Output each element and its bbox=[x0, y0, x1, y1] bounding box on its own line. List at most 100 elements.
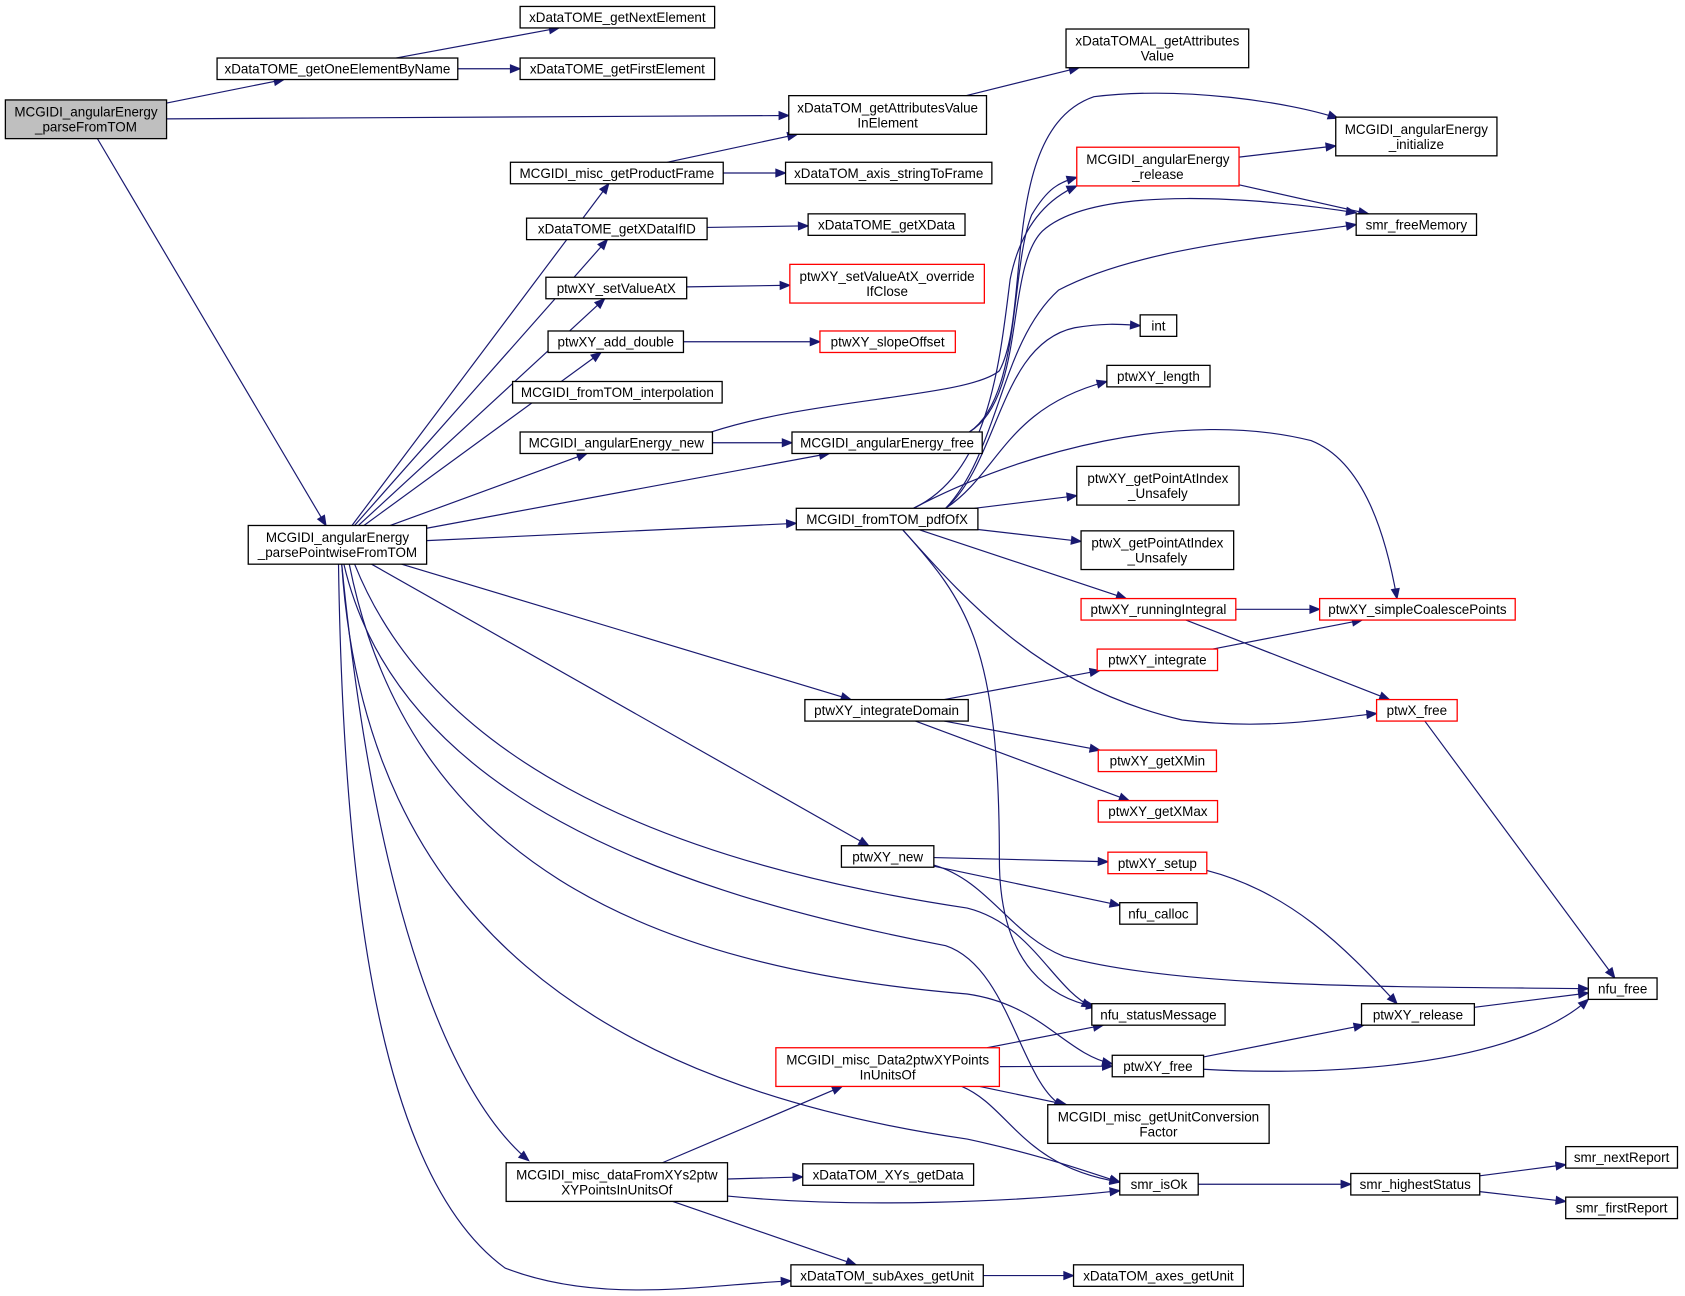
node-box bbox=[1106, 364, 1211, 388]
edge-integrateDomain-to-getXMin bbox=[944, 720, 1102, 753]
node-angularEnergyRelease[interactable]: MCGIDI_angularEnergy_release bbox=[1076, 146, 1240, 187]
node-slopeOffset[interactable]: ptwXY_slopeOffset bbox=[819, 330, 956, 354]
edge-pdfOfX-to-ptwXYLength bbox=[945, 379, 1109, 509]
node-label: _Unsafely bbox=[1127, 486, 1188, 501]
node-box bbox=[840, 845, 935, 868]
edge-smrIsOk-to-smrHighestStatus bbox=[1198, 1179, 1353, 1189]
node-fromTOMInterpolation[interactable]: MCGIDI_fromTOM_interpolation bbox=[511, 380, 723, 404]
node-simpleCoalescePoints[interactable]: ptwXY_simpleCoalescePoints bbox=[1318, 597, 1516, 621]
edge-parsePointwise-to-pdfOfX bbox=[426, 519, 798, 542]
node-integrateDomain[interactable]: ptwXY_integrateDomain bbox=[804, 698, 969, 722]
node-label: MCGIDI_misc_dataFromXYs2ptw bbox=[516, 1167, 718, 1182]
node-ptwXYFree[interactable]: ptwXY_free bbox=[1111, 1054, 1205, 1078]
arrowhead bbox=[1554, 1161, 1568, 1171]
node-integrate[interactable]: ptwXY_integrate bbox=[1096, 648, 1219, 672]
node-ptwXYSetup[interactable]: ptwXY_setup bbox=[1107, 851, 1208, 875]
node-getProductFrame[interactable]: MCGIDI_misc_getProductFrame bbox=[509, 161, 724, 185]
node-parsePointwise[interactable]: MCGIDI_angularEnergy_parsePointwiseFromT… bbox=[247, 524, 428, 565]
node-label: ptwXY_getXMax bbox=[1108, 804, 1208, 819]
node-label: MCGIDI_angularEnergy bbox=[1345, 122, 1489, 137]
node-label: ptwXY_length bbox=[1117, 369, 1200, 384]
node-addDouble[interactable]: ptwXY_add_double bbox=[547, 330, 685, 354]
node-getPointAtIndexUnsafely[interactable]: ptwXY_getPointAtIndex_Unsafely bbox=[1076, 465, 1240, 506]
node-angularEnergyNew[interactable]: MCGIDI_angularEnergy_new bbox=[519, 431, 714, 455]
node-int[interactable]: int bbox=[1139, 314, 1178, 338]
edge-angularEnergyFree-to-angularEnergyRelease bbox=[968, 175, 1079, 433]
arrowhead bbox=[830, 1085, 844, 1095]
node-angularEnergyFree[interactable]: MCGIDI_angularEnergy_free bbox=[791, 431, 983, 455]
node-getOneElementByName[interactable]: xDataTOME_getOneElementByName bbox=[216, 57, 459, 81]
arrowhead bbox=[775, 168, 787, 178]
node-label: ptwXY_add_double bbox=[558, 335, 674, 350]
arrowhead bbox=[597, 238, 609, 251]
node-xysGetData[interactable]: xDataTOM_XYs_getData bbox=[802, 1163, 975, 1186]
node-getXDataIfID[interactable]: xDataTOME_getXDataIfID bbox=[525, 217, 708, 241]
node-axisStringToFrame[interactable]: xDataTOM_axis_stringToFrame bbox=[784, 161, 993, 185]
node-root[interactable]: MCGIDI_angularEnergy_parseFromTOM bbox=[4, 99, 168, 140]
node-box bbox=[804, 698, 969, 722]
node-label: nfu_statusMessage bbox=[1100, 1007, 1216, 1022]
node-setValueAtX[interactable]: ptwXY_setValueAtX bbox=[545, 276, 688, 300]
arrowhead bbox=[1108, 898, 1122, 908]
node-box bbox=[1360, 1003, 1476, 1026]
node-label: xDataTOME_getNextElement bbox=[529, 10, 706, 25]
node-getNextElement[interactable]: xDataTOME_getNextElement bbox=[519, 5, 716, 29]
arrowhead bbox=[1577, 989, 1590, 999]
edge-setValueAtX-to-setValueAtXOverride bbox=[686, 280, 792, 291]
edge-getAttributesValueInElement-to-getAttributesValue bbox=[965, 65, 1081, 97]
node-smrHighestStatus[interactable]: smr_highestStatus bbox=[1350, 1172, 1481, 1196]
node-box bbox=[1139, 314, 1178, 338]
edge-parsePointwise-to-ptwXYFree bbox=[348, 564, 1114, 1067]
node-label: ptwXY_slopeOffset bbox=[831, 335, 945, 350]
node-nfuStatusMessage[interactable]: nfu_statusMessage bbox=[1091, 1003, 1226, 1026]
node-smrFreeMemory[interactable]: smr_freeMemory bbox=[1355, 213, 1478, 236]
node-getXData[interactable]: xDataTOME_getXData bbox=[807, 213, 966, 236]
node-smrIsOk[interactable]: smr_isOk bbox=[1119, 1172, 1199, 1196]
edge-data2ptwXYPoints-to-smrIsOk bbox=[961, 1085, 1122, 1186]
edge-subAxesGetUnit-to-axesGetUnit bbox=[983, 1270, 1075, 1281]
arrowhead bbox=[1108, 1175, 1122, 1186]
edge-root-to-getAttributesValueInElement bbox=[166, 110, 791, 121]
arrowhead bbox=[1390, 587, 1400, 600]
node-ptwXYRelease[interactable]: ptwXY_release bbox=[1360, 1003, 1476, 1026]
edge-pdfOfX-to-smrFreeMemory bbox=[945, 221, 1358, 509]
node-ptwXGetPointAtIndexUnsafely[interactable]: ptwX_getPointAtIndex_Unsafely bbox=[1080, 530, 1235, 571]
node-box bbox=[1119, 1172, 1199, 1196]
node-ptwXYLength[interactable]: ptwXY_length bbox=[1106, 364, 1211, 388]
node-label: MCGIDI_fromTOM_pdfOfX bbox=[806, 512, 968, 527]
node-nfuFree[interactable]: nfu_free bbox=[1587, 977, 1658, 1001]
node-pdfOfX[interactable]: MCGIDI_fromTOM_pdfOfX bbox=[795, 507, 979, 531]
arrowhead bbox=[316, 514, 327, 527]
node-angularEnergyInitialize[interactable]: MCGIDI_angularEnergy_initialize bbox=[1335, 116, 1498, 157]
node-getFirstElement[interactable]: xDataTOME_getFirstElement bbox=[519, 57, 716, 81]
node-label: InElement bbox=[857, 115, 918, 130]
node-label: ptwXY_setValueAtX_override bbox=[800, 269, 975, 284]
node-ptwXYNew[interactable]: ptwXY_new bbox=[840, 845, 935, 868]
edge-angularEnergyRelease-to-angularEnergyInitialize bbox=[1238, 142, 1338, 158]
arrowhead bbox=[1063, 1270, 1075, 1281]
edge-parsePointwise-to-smrIsOk bbox=[341, 564, 1122, 1184]
node-smrNextReport[interactable]: smr_nextReport bbox=[1565, 1145, 1679, 1169]
edge-pdfOfX-to-getPointAtIndexUnsafely bbox=[974, 492, 1079, 509]
node-getAttributesValue[interactable]: xDataTOMAL_getAttributesValue bbox=[1065, 28, 1250, 69]
node-getXMin[interactable]: ptwXY_getXMin bbox=[1097, 749, 1218, 773]
node-runningIntegral[interactable]: ptwXY_runningIntegral bbox=[1080, 597, 1237, 621]
node-smrFirstReport[interactable]: smr_firstReport bbox=[1565, 1196, 1679, 1220]
node-label: xDataTOM_axis_stringToFrame bbox=[794, 166, 983, 181]
node-label: MCGIDI_angularEnergy_new bbox=[529, 436, 705, 451]
node-subAxesGetUnit[interactable]: xDataTOM_subAxes_getUnit bbox=[790, 1264, 984, 1287]
node-ptwXFree[interactable]: ptwX_free bbox=[1375, 698, 1458, 722]
node-dataFromXYs2ptw[interactable]: MCGIDI_misc_dataFromXYs2ptwXYPointsInUni… bbox=[505, 1162, 729, 1203]
node-nfuCalloc[interactable]: nfu_calloc bbox=[1119, 902, 1198, 925]
node-label: smr_isOk bbox=[1131, 1177, 1188, 1192]
node-box bbox=[509, 161, 724, 185]
node-label: xDataTOME_getXDataIfID bbox=[538, 222, 696, 237]
node-axesGetUnit[interactable]: xDataTOM_axes_getUnit bbox=[1072, 1264, 1244, 1287]
edge-getProductFrame-to-axisStringToFrame bbox=[723, 168, 787, 178]
node-box bbox=[1355, 213, 1478, 236]
node-getXMax[interactable]: ptwXY_getXMax bbox=[1097, 799, 1219, 823]
